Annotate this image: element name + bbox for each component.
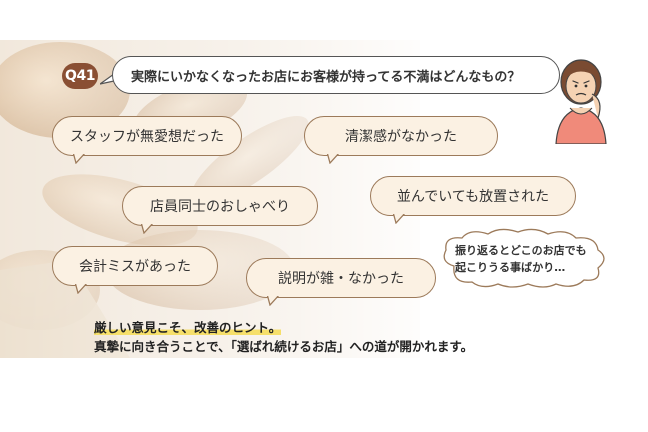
thought-line: 起こりうる事ばかり… [455,261,566,274]
complaint-text: 説明が雑・なかった [278,271,404,287]
complaint-text: スタッフが無愛想だった [70,129,224,145]
question-text: 実際にいかなくなったお店にお客様が持ってる不満はどんなもの？ [131,69,521,85]
bubble-tail [74,282,90,294]
complaint-bubble: 説明が雑・なかった [246,258,436,298]
conclusion: 厳しい意見こそ、改善のヒント。 真摯に向き合うことで、「選ばれ続けるお店」への道… [94,318,473,356]
thought-cloud [443,228,605,288]
thought-line: 振り返るとどこのお店でも [455,244,587,257]
bubble-tail [72,152,88,164]
worried-woman-icon [555,59,607,144]
bubble-tail [392,212,408,224]
conclusion-headline: 厳しい意見こそ、改善のヒント。 [94,320,282,335]
bubble-tail [266,294,282,306]
thought-note: 振り返るとどこのお店でも 起こりうる事ばかり… [455,242,587,276]
complaint-bubble: スタッフが無愛想だった [52,116,242,156]
complaint-bubble: 並んでいても放置された [370,176,576,216]
conclusion-body: 真摯に向き合うことで、「選ばれ続けるお店」への道が開かれます。 [94,339,474,354]
bubble-tail [326,152,342,164]
complaint-bubble: 清潔感がなかった [304,116,498,156]
bottom-area [0,358,648,432]
bubble-tail [140,222,156,234]
complaint-bubble: 会計ミスがあった [52,246,218,286]
complaint-bubble: 店員同士のおしゃべり [122,186,318,226]
complaint-text: 並んでいても放置された [396,189,550,205]
question-badge: Q41 [62,63,98,89]
complaint-text: 清潔感がなかった [345,129,457,145]
complaint-text: 会計ミスがあった [79,259,191,275]
complaint-text: 店員同士のおしゃべり [150,199,290,215]
question-bubble: 実際にいかなくなったお店にお客様が持ってる不満はどんなもの？ [112,56,560,94]
question-bubble-tail [100,74,114,85]
